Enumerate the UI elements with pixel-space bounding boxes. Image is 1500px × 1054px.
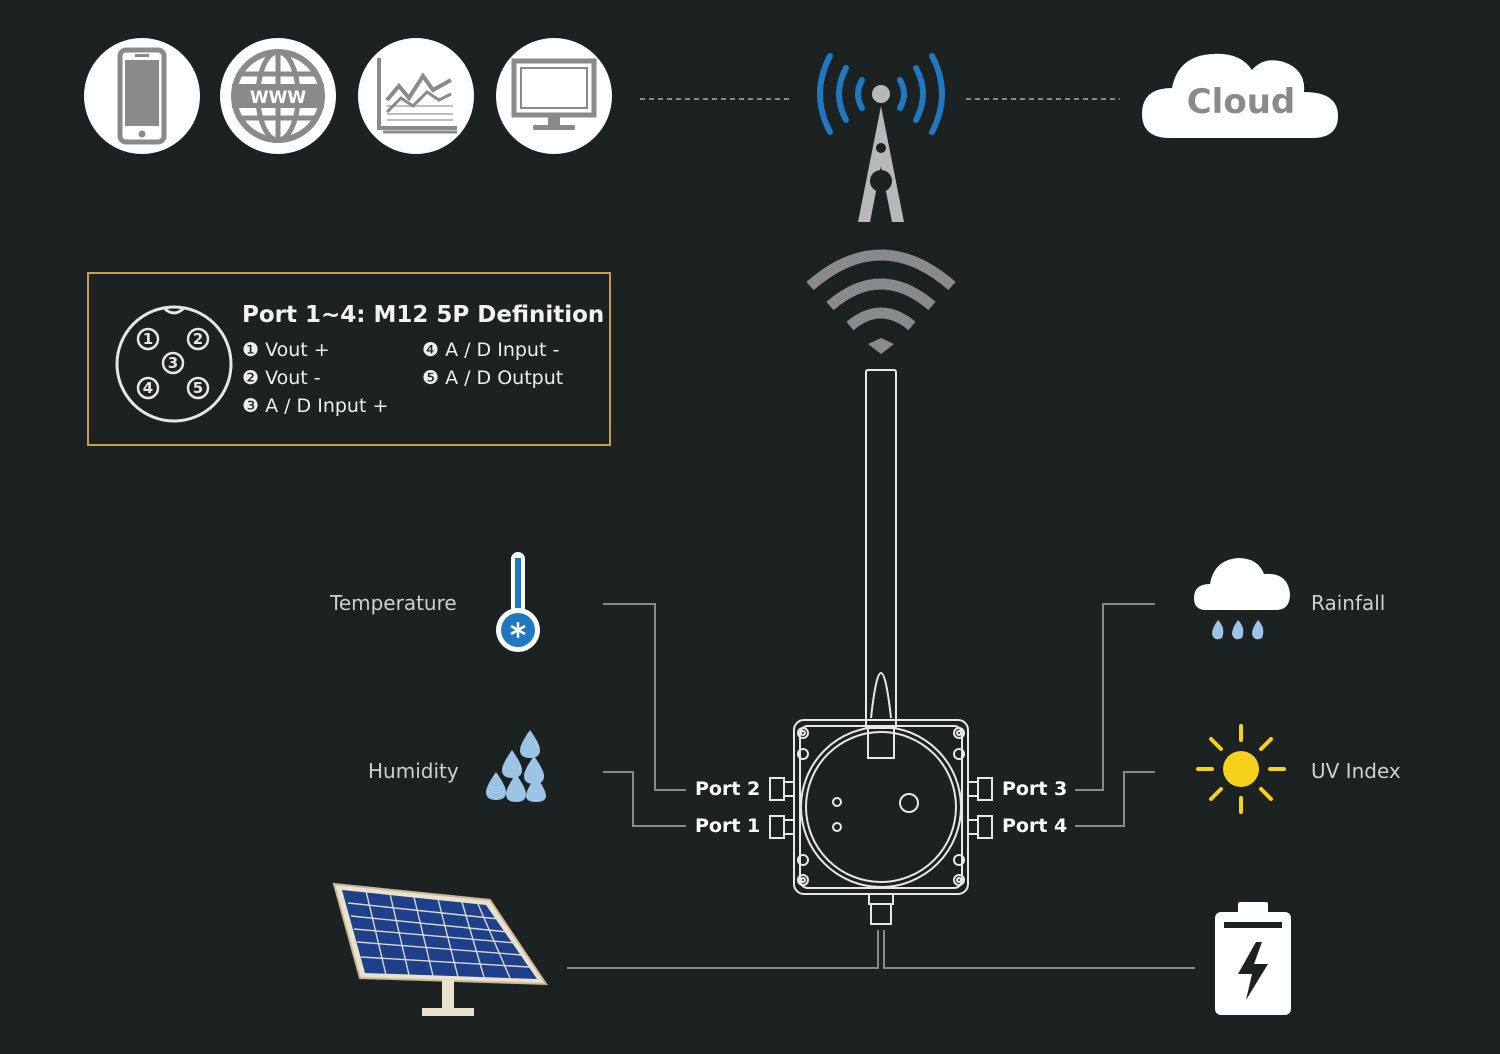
sun-icon	[1196, 724, 1286, 814]
cloud-icon	[1142, 53, 1338, 138]
www-text: WWW	[250, 88, 307, 108]
pin-2-label: ❷ Vout -	[242, 367, 321, 389]
pin-1-label: ❶ Vout +	[242, 339, 330, 361]
cell-tower-icon	[817, 53, 945, 222]
port-2-label: Port 2	[695, 778, 761, 800]
monitor-icon	[496, 38, 612, 154]
humidity-label: Humidity	[368, 759, 459, 783]
thermometer-icon	[496, 552, 540, 652]
port-3-label: Port 3	[1002, 778, 1068, 800]
temperature-label: Temperature	[330, 591, 457, 615]
port-definition-title: Port 1~4: M12 5P Definition	[242, 302, 605, 328]
rain-cloud-icon	[1194, 558, 1290, 640]
pin-4-label: ❹ A / D Input -	[422, 339, 560, 361]
connector-pin-5: 5	[193, 379, 203, 397]
humidity-drops-icon	[486, 730, 546, 802]
connector-pin-2: 2	[193, 330, 203, 348]
pin-5-label: ❺ A / D Output	[422, 367, 564, 389]
www-globe-icon: WWW	[220, 38, 336, 154]
solar-panel-icon	[332, 882, 548, 1016]
port-definition-box	[87, 272, 611, 446]
gateway-device	[769, 369, 993, 925]
wifi-icon	[806, 249, 956, 354]
smartphone-icon	[84, 38, 200, 154]
rainfall-label: Rainfall	[1311, 591, 1386, 615]
line-chart-icon	[358, 38, 474, 154]
port-1-label: Port 1	[695, 815, 761, 837]
cloud-label: Cloud	[1186, 82, 1296, 122]
pin-3-label: ❸ A / D Input +	[242, 395, 389, 417]
connector-pin-3: 3	[168, 354, 178, 372]
battery-icon	[1215, 902, 1291, 1015]
uv-index-label: UV Index	[1311, 759, 1401, 783]
port-4-label: Port 4	[1002, 815, 1068, 837]
connector-pin-1: 1	[143, 330, 153, 348]
connector-pin-4: 4	[143, 379, 153, 397]
m12-connector-icon: 1 2 3 4 5	[115, 305, 233, 423]
